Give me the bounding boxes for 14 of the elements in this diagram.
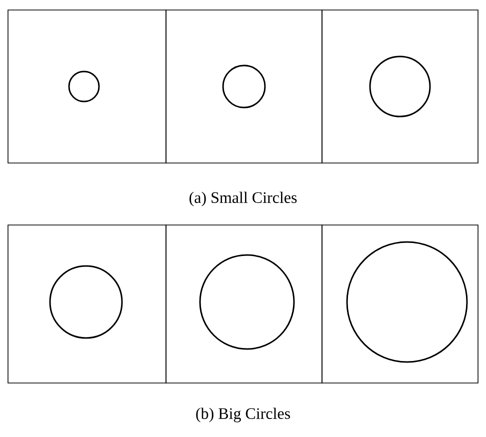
- circle: [369, 56, 431, 118]
- panel-cell: [322, 224, 478, 384]
- caption: (a) Small Circles: [190, 192, 297, 206]
- circle: [199, 254, 295, 350]
- panel-cell: [8, 224, 166, 384]
- circle: [346, 241, 468, 363]
- panel-cell: [8, 10, 166, 164]
- circle: [222, 64, 266, 108]
- panel-cell: [322, 10, 478, 164]
- caption: (b) Big Circles: [196, 408, 290, 422]
- circle: [68, 70, 100, 102]
- panel-cell: [166, 10, 322, 164]
- circle: [49, 265, 123, 339]
- panel-cell: [166, 224, 322, 384]
